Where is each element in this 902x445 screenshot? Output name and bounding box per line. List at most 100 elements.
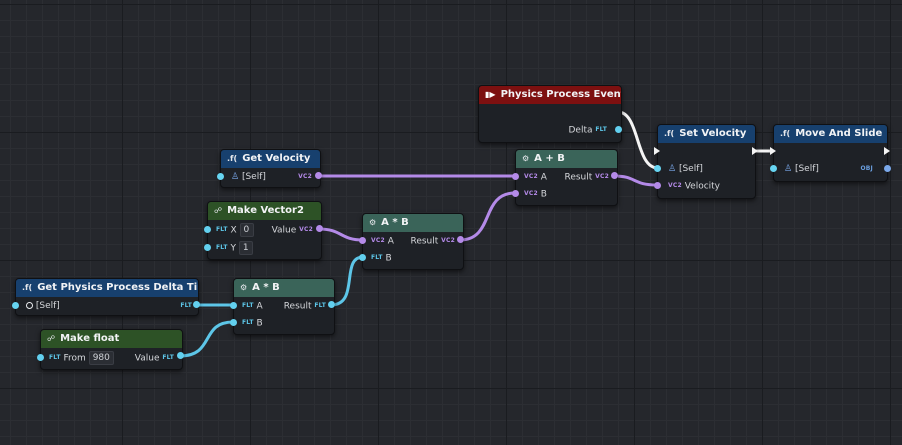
self-label: [Self]: [794, 164, 819, 174]
multiply-node-bottom[interactable]: ⚙A * B FLT A FLT B Result FLT: [230, 278, 335, 335]
velocity-input-port[interactable]: [654, 182, 661, 189]
a-input-port[interactable]: [512, 173, 519, 180]
node-header[interactable]: .f( Get Physics Process Delta Time: [16, 279, 198, 297]
node-header[interactable]: ▮▶Physics Process Event: [479, 86, 621, 104]
float-type-tag: FLT: [242, 302, 254, 309]
velocity-label: Velocity: [684, 181, 721, 192]
from-value-field[interactable]: 980: [88, 351, 114, 365]
y-label: Y: [230, 243, 237, 254]
node-header[interactable]: ⚙ A + B: [516, 150, 617, 168]
node-title: Get Physics Process Delta Time: [37, 282, 198, 293]
self-input-port[interactable]: [217, 173, 224, 180]
output-row: OBJ: [860, 162, 873, 176]
make-float-output-port[interactable]: [177, 352, 184, 359]
float-type-tag: FLT: [216, 226, 228, 233]
b-input-row: FLT B: [371, 251, 392, 265]
set-velocity-node[interactable]: .f(Set Velocity ♙ [Self] VC2 Velocity: [654, 124, 758, 199]
node-header[interactable]: ☍Make float: [41, 330, 182, 348]
node-header[interactable]: ⚙A * B: [363, 214, 463, 232]
get-velocity-node[interactable]: .f(Get Velocity ♙ [Self] VC2: [217, 149, 321, 188]
add-node[interactable]: ⚙A + B VC2 A VC2 B Result VC2: [512, 149, 618, 206]
b-input-port[interactable]: [230, 319, 237, 326]
result-output-port[interactable]: [884, 165, 891, 172]
make-vector2-output-port[interactable]: [316, 225, 323, 232]
node-header[interactable]: .f(Move And Slide: [774, 125, 887, 143]
float-wire-multiply-result-to-multiply-b: [330, 255, 364, 307]
operator-icon: ⚙: [522, 154, 530, 163]
node-header[interactable]: ⚙A * B: [234, 279, 334, 297]
physics-process-event-node[interactable]: ▮▶Physics Process Event Delta FLT: [478, 85, 622, 143]
self-input-row: [Self]: [26, 299, 60, 313]
from-input-row: FLT From 980: [49, 351, 114, 365]
a-input-row: VC2 A: [524, 170, 547, 184]
vector-type-tag: VC2: [524, 190, 538, 197]
self-input-port[interactable]: [770, 165, 777, 172]
b-input-row: VC2 B: [524, 187, 547, 201]
float-type-tag: FLT: [49, 354, 61, 361]
exec-output-port[interactable]: [752, 147, 758, 155]
exec-output-port[interactable]: [884, 147, 890, 155]
vector-wire-make-vector2-to-multiply-a: [318, 227, 364, 242]
function-icon: .f(: [22, 283, 33, 292]
node-header[interactable]: ☍ Make Vector2: [208, 202, 321, 220]
node-title: A + B: [534, 153, 565, 164]
b-input-port[interactable]: [512, 190, 519, 197]
exec-wire-event-to-set-velocity: [617, 110, 659, 170]
x-input-port[interactable]: [204, 226, 211, 233]
output-row: VC2: [298, 170, 312, 184]
link-icon: ☍: [214, 206, 223, 215]
result-output-row: Result VC2: [410, 234, 455, 248]
self-input-row: ♙ [Self]: [668, 162, 703, 176]
node-title: Move And Slide: [795, 128, 883, 139]
make-vector2-node[interactable]: ☍Make Vector2 FLT X 0 FLT Y 1 Value VC2: [204, 201, 322, 260]
person-icon: ♙: [231, 172, 240, 182]
a-input-port[interactable]: [230, 302, 237, 309]
multiply-top-output-port[interactable]: [457, 236, 464, 243]
b-input-port[interactable]: [359, 254, 366, 261]
y-value-field[interactable]: 1: [238, 241, 253, 255]
node-title: Make float: [60, 333, 120, 344]
a-input-row: FLT A: [242, 299, 263, 313]
self-input-port[interactable]: [12, 302, 19, 309]
delta-label: Delta: [568, 125, 593, 136]
a-label: A: [387, 236, 394, 247]
x-value-field[interactable]: 0: [239, 223, 254, 237]
delta-output-port[interactable]: [615, 126, 622, 133]
y-input-port[interactable]: [204, 244, 211, 251]
node-title: Make Vector2: [227, 205, 304, 216]
exec-input-port[interactable]: [770, 147, 776, 155]
result-output-row: Result FLT: [284, 299, 326, 313]
result-label: Result: [410, 236, 439, 247]
node-header[interactable]: .f(Set Velocity: [658, 125, 755, 143]
float-type-tag: FLT: [371, 254, 383, 261]
float-type-tag: FLT: [595, 126, 607, 133]
self-input-row: ♙ [Self]: [784, 162, 819, 176]
move-and-slide-node[interactable]: .f(Move And Slide ♙ [Self] OBJ: [770, 124, 891, 182]
output-row: FLT: [180, 299, 192, 313]
vector-type-tag: VC2: [595, 173, 609, 180]
a-input-port[interactable]: [359, 237, 366, 244]
a-label: A: [256, 301, 263, 312]
self-label: [Self]: [678, 164, 703, 174]
exec-input-port[interactable]: [654, 147, 660, 155]
object-type-tag: OBJ: [860, 165, 873, 172]
from-input-port[interactable]: [37, 354, 44, 361]
add-result-output-port[interactable]: [611, 172, 618, 179]
node-title: Physics Process Event: [500, 89, 621, 100]
make-float-node[interactable]: ☍Make float FLT From 980 Value FLT: [37, 329, 183, 370]
get-velocity-output-port[interactable]: [315, 172, 322, 179]
multiply-node-top[interactable]: ⚙A * B VC2 A FLT B Result VC2: [359, 213, 464, 270]
value-label: Value: [271, 225, 297, 236]
b-label: B: [385, 253, 392, 264]
node-header[interactable]: .f(Get Velocity: [221, 150, 320, 168]
multiply-bottom-output-port[interactable]: [328, 301, 335, 308]
get-physics-process-delta-time-node[interactable]: .f( Get Physics Process Delta Time [Self]…: [12, 278, 199, 316]
x-input-row: FLT X 0: [216, 223, 254, 237]
vector-type-tag: VC2: [524, 173, 538, 180]
vector-wire-add-result-to-set-velocity: [613, 174, 658, 187]
self-input-port[interactable]: [654, 165, 661, 172]
function-icon: .f(: [664, 129, 675, 138]
result-label: Result: [283, 301, 312, 312]
get-delta-output-port[interactable]: [193, 301, 200, 308]
vector-type-tag: VC2: [298, 173, 312, 180]
